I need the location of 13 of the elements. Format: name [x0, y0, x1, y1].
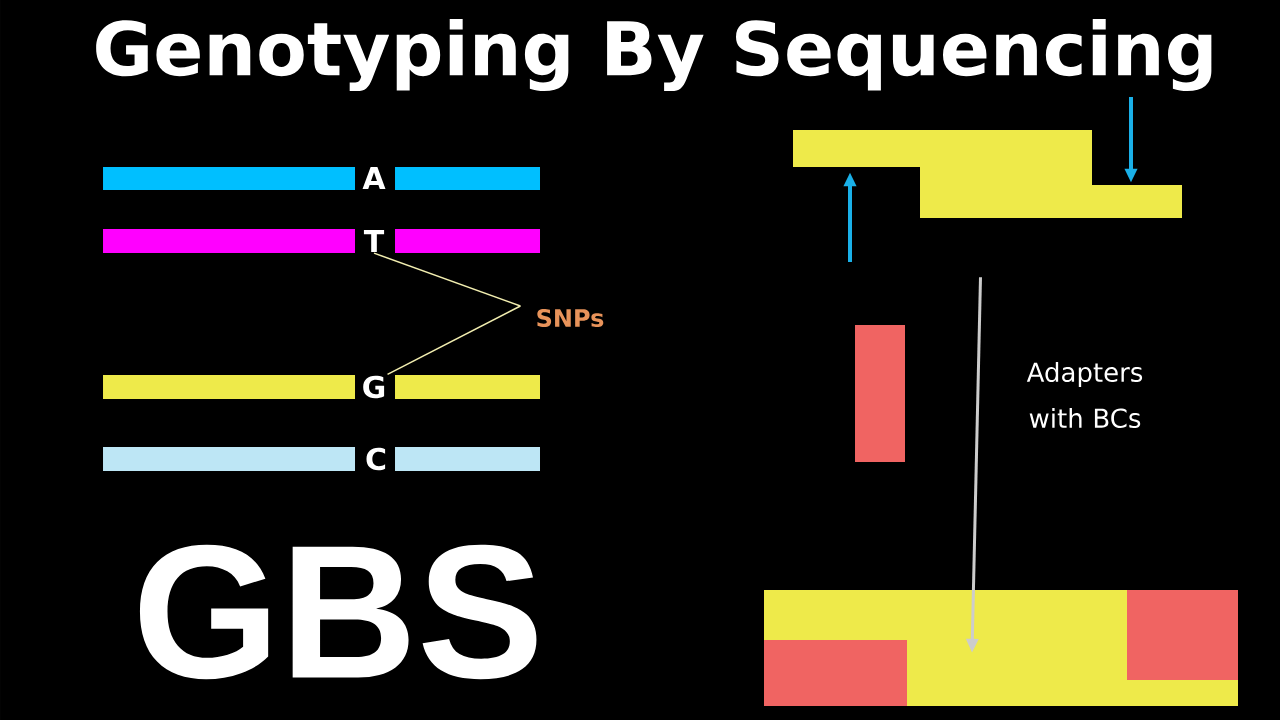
snp-label: SNPs	[537, 308, 604, 328]
dna-fragment	[793, 130, 1182, 218]
base-letter: G	[363, 375, 385, 399]
base-letter: T	[363, 230, 385, 252]
acronym: GBS	[139, 544, 537, 680]
leader-line	[386, 305, 522, 376]
leader-line	[373, 252, 522, 307]
edge-label: Adapters with BCs	[1026, 361, 1143, 429]
ligated-fragment	[764, 590, 1238, 706]
adapter-block	[855, 325, 905, 462]
base-letter: A	[362, 167, 386, 189]
title: Genotyping By Sequencing	[96, 18, 1212, 92]
base-letter: C	[366, 447, 386, 471]
